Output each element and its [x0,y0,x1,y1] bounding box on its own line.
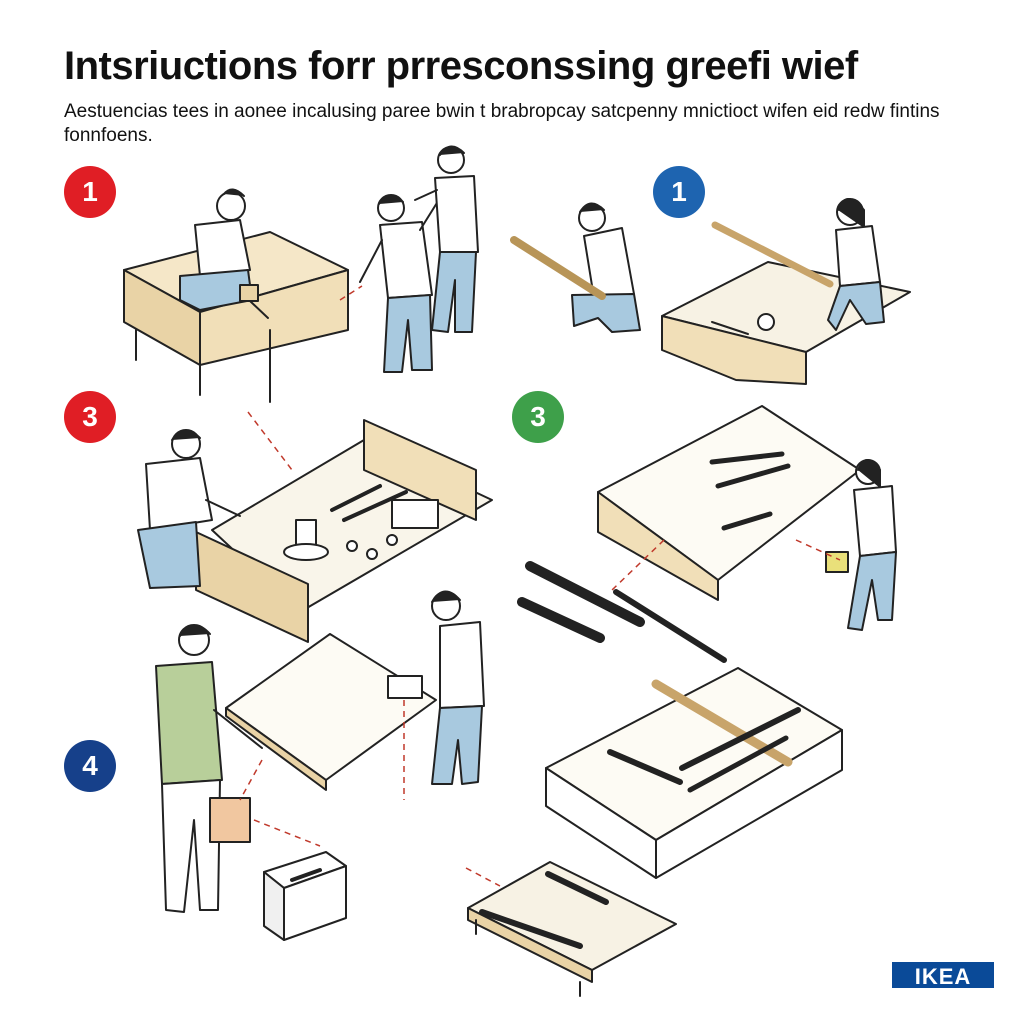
person-white-shirt-lifting [387,590,485,785]
person-green-shirt [155,624,263,913]
loose-pipes [517,561,727,663]
base-plate [467,861,677,997]
step-badge-3-red: 3 [64,391,116,443]
person-standing-right [414,145,479,333]
floor-panel-with-parts [195,419,493,643]
step-badge-4-blue: 4 [64,740,116,792]
board-being-lifted [225,633,437,791]
guide-lines [239,285,841,887]
person-kneeling-with-rod [510,202,641,333]
step-badge-1-red: 1 [64,166,116,218]
toolbox [263,851,347,941]
person-kneeling-in-frame [179,188,269,319]
person-standing-left [359,194,441,373]
large-open-frame [545,667,843,879]
page-title: Intsriuctions forr prresconssing greefi … [64,44,858,88]
ikea-logo: IKEA® [892,961,994,989]
woman-holding-box [825,459,897,631]
person-kneeling-at-panel [137,429,241,589]
page-subtitle: Aestuencias tees in aonee incalusing par… [64,101,940,146]
frame-with-pipes [597,405,861,601]
step-badge-3-green: 3 [512,391,564,443]
step-badge-1-blue: 1 [653,166,705,218]
woman-working-in-box [827,198,885,331]
